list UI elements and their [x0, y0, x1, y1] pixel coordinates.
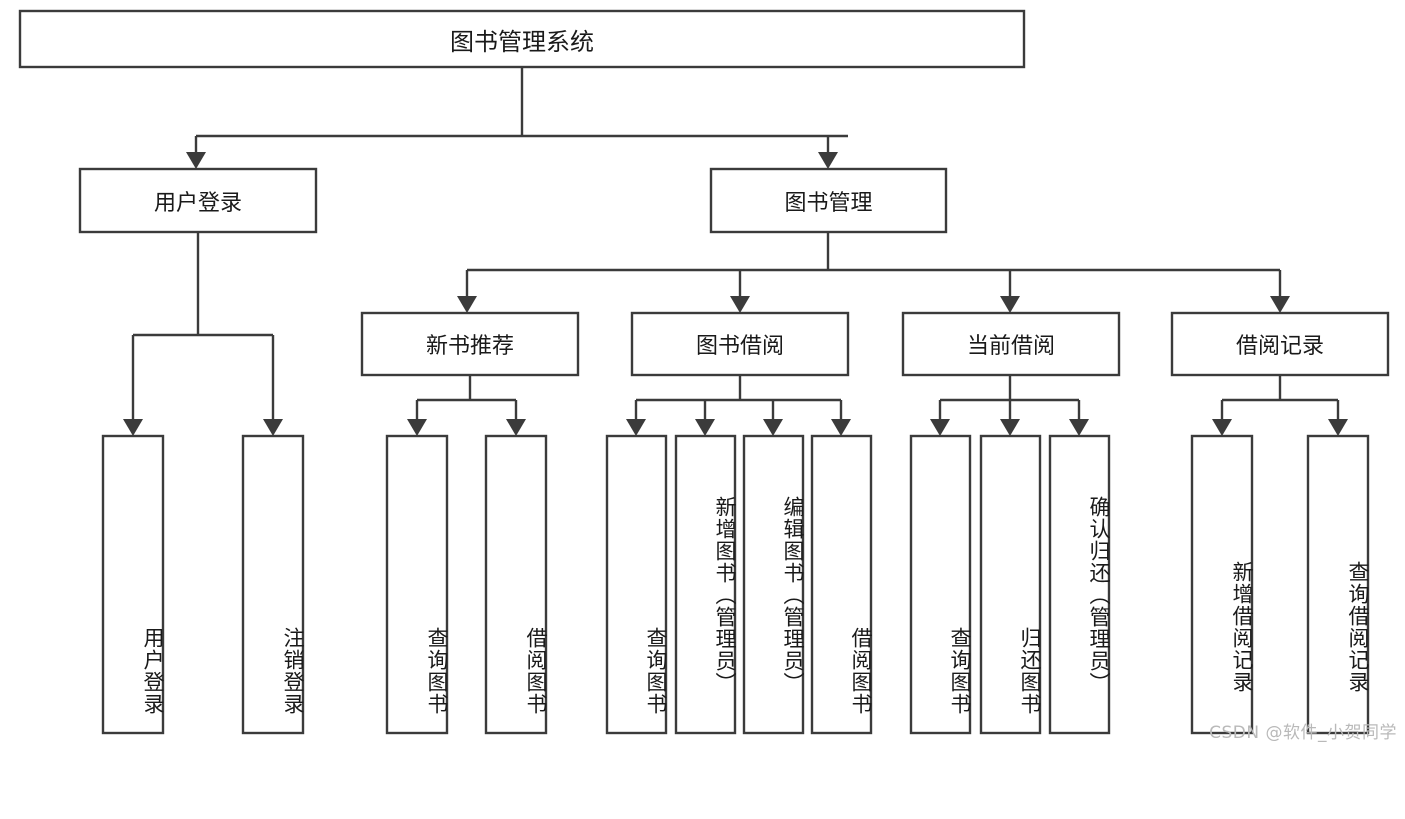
- node-box-leaf-query-book-a[interactable]: [385, 434, 449, 735]
- diagram-canvas: 图书管理系统 用户登录 图书管理 新书推荐 图书借阅 当前借阅 借阅记录 用户登…: [18, 9, 1397, 743]
- node-box-leaf-return-book[interactable]: [979, 434, 1042, 735]
- node-box-leaf-query-book-b[interactable]: [605, 434, 668, 735]
- node-box-book-borrow[interactable]: [630, 311, 850, 377]
- node-box-leaf-user-login[interactable]: [101, 434, 165, 735]
- node-box-leaf-add-borrow-record[interactable]: [1190, 434, 1254, 735]
- node-box-system-root[interactable]: [18, 9, 1026, 69]
- node-box-leaf-add-book-admin[interactable]: [674, 434, 737, 735]
- connector-newbook-to-leaves: [407, 375, 526, 436]
- connector-currentborrow-to-leaves: [930, 375, 1089, 436]
- csdn-watermark: CSDN @软件_小贺同学: [1209, 723, 1397, 743]
- connector-userlogin-to-leaves: [123, 232, 283, 436]
- node-box-leaf-query-book-c[interactable]: [909, 434, 972, 735]
- connector-borrowbook-to-leaves: [626, 375, 851, 436]
- node-box-user-login[interactable]: [78, 167, 318, 234]
- node-box-leaf-edit-book-admin[interactable]: [742, 434, 805, 735]
- flowchart-svg: [18, 9, 1390, 735]
- node-box-leaf-query-borrow-record[interactable]: [1306, 434, 1370, 735]
- node-box-book-management[interactable]: [709, 167, 948, 234]
- connector-root-to-level2: [186, 67, 848, 169]
- node-box-borrow-record[interactable]: [1170, 311, 1390, 377]
- node-box-new-book-recommend[interactable]: [360, 311, 580, 377]
- node-box-leaf-borrow-book-b[interactable]: [810, 434, 873, 735]
- connector-borrowrecord-to-leaves: [1212, 375, 1348, 436]
- connector-bookmgmt-to-level3: [457, 232, 1290, 313]
- node-box-leaf-confirm-return-admin[interactable]: [1048, 434, 1111, 735]
- node-box-leaf-logout[interactable]: [241, 434, 305, 735]
- node-box-current-borrow[interactable]: [901, 311, 1121, 377]
- node-box-leaf-borrow-book-a[interactable]: [484, 434, 548, 735]
